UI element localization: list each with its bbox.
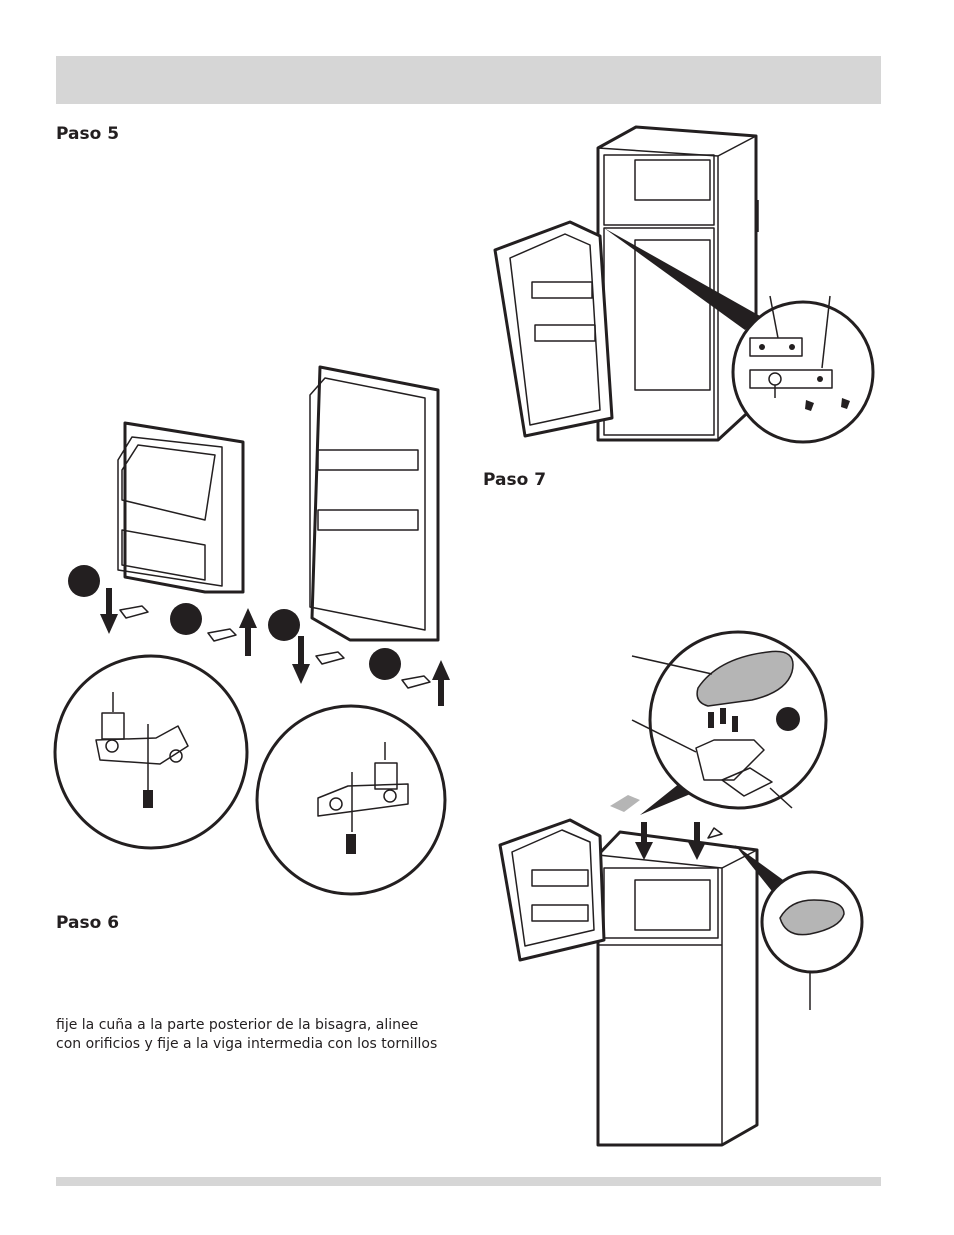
up-arrow-icon (432, 660, 450, 706)
step-6-title: Paso 6 (56, 913, 120, 933)
up-arrow-icon (239, 608, 257, 656)
step-marker-4 (369, 648, 401, 680)
down-arrow-icon (292, 636, 310, 684)
down-arrow-icon (100, 588, 118, 634)
step-marker-3 (268, 609, 300, 641)
step-5-title: Paso 5 (56, 124, 120, 144)
step-6-instructions: fije la cuña a la parte posterior de la … (56, 1016, 456, 1054)
step-6-line-2: con orificios y fije a la viga intermedi… (56, 1036, 438, 1052)
down-arrow-icon (688, 822, 706, 860)
step-marker-7 (776, 707, 800, 731)
step-marker-1 (68, 565, 100, 597)
header-bar (56, 56, 881, 104)
down-arrow-icon (635, 822, 653, 860)
step-6-line-1: fije la cuña a la parte posterior de la … (56, 1017, 419, 1033)
footer-bar (56, 1177, 881, 1186)
step-marker-2 (170, 603, 202, 635)
step-7-title: Paso 7 (483, 470, 547, 490)
